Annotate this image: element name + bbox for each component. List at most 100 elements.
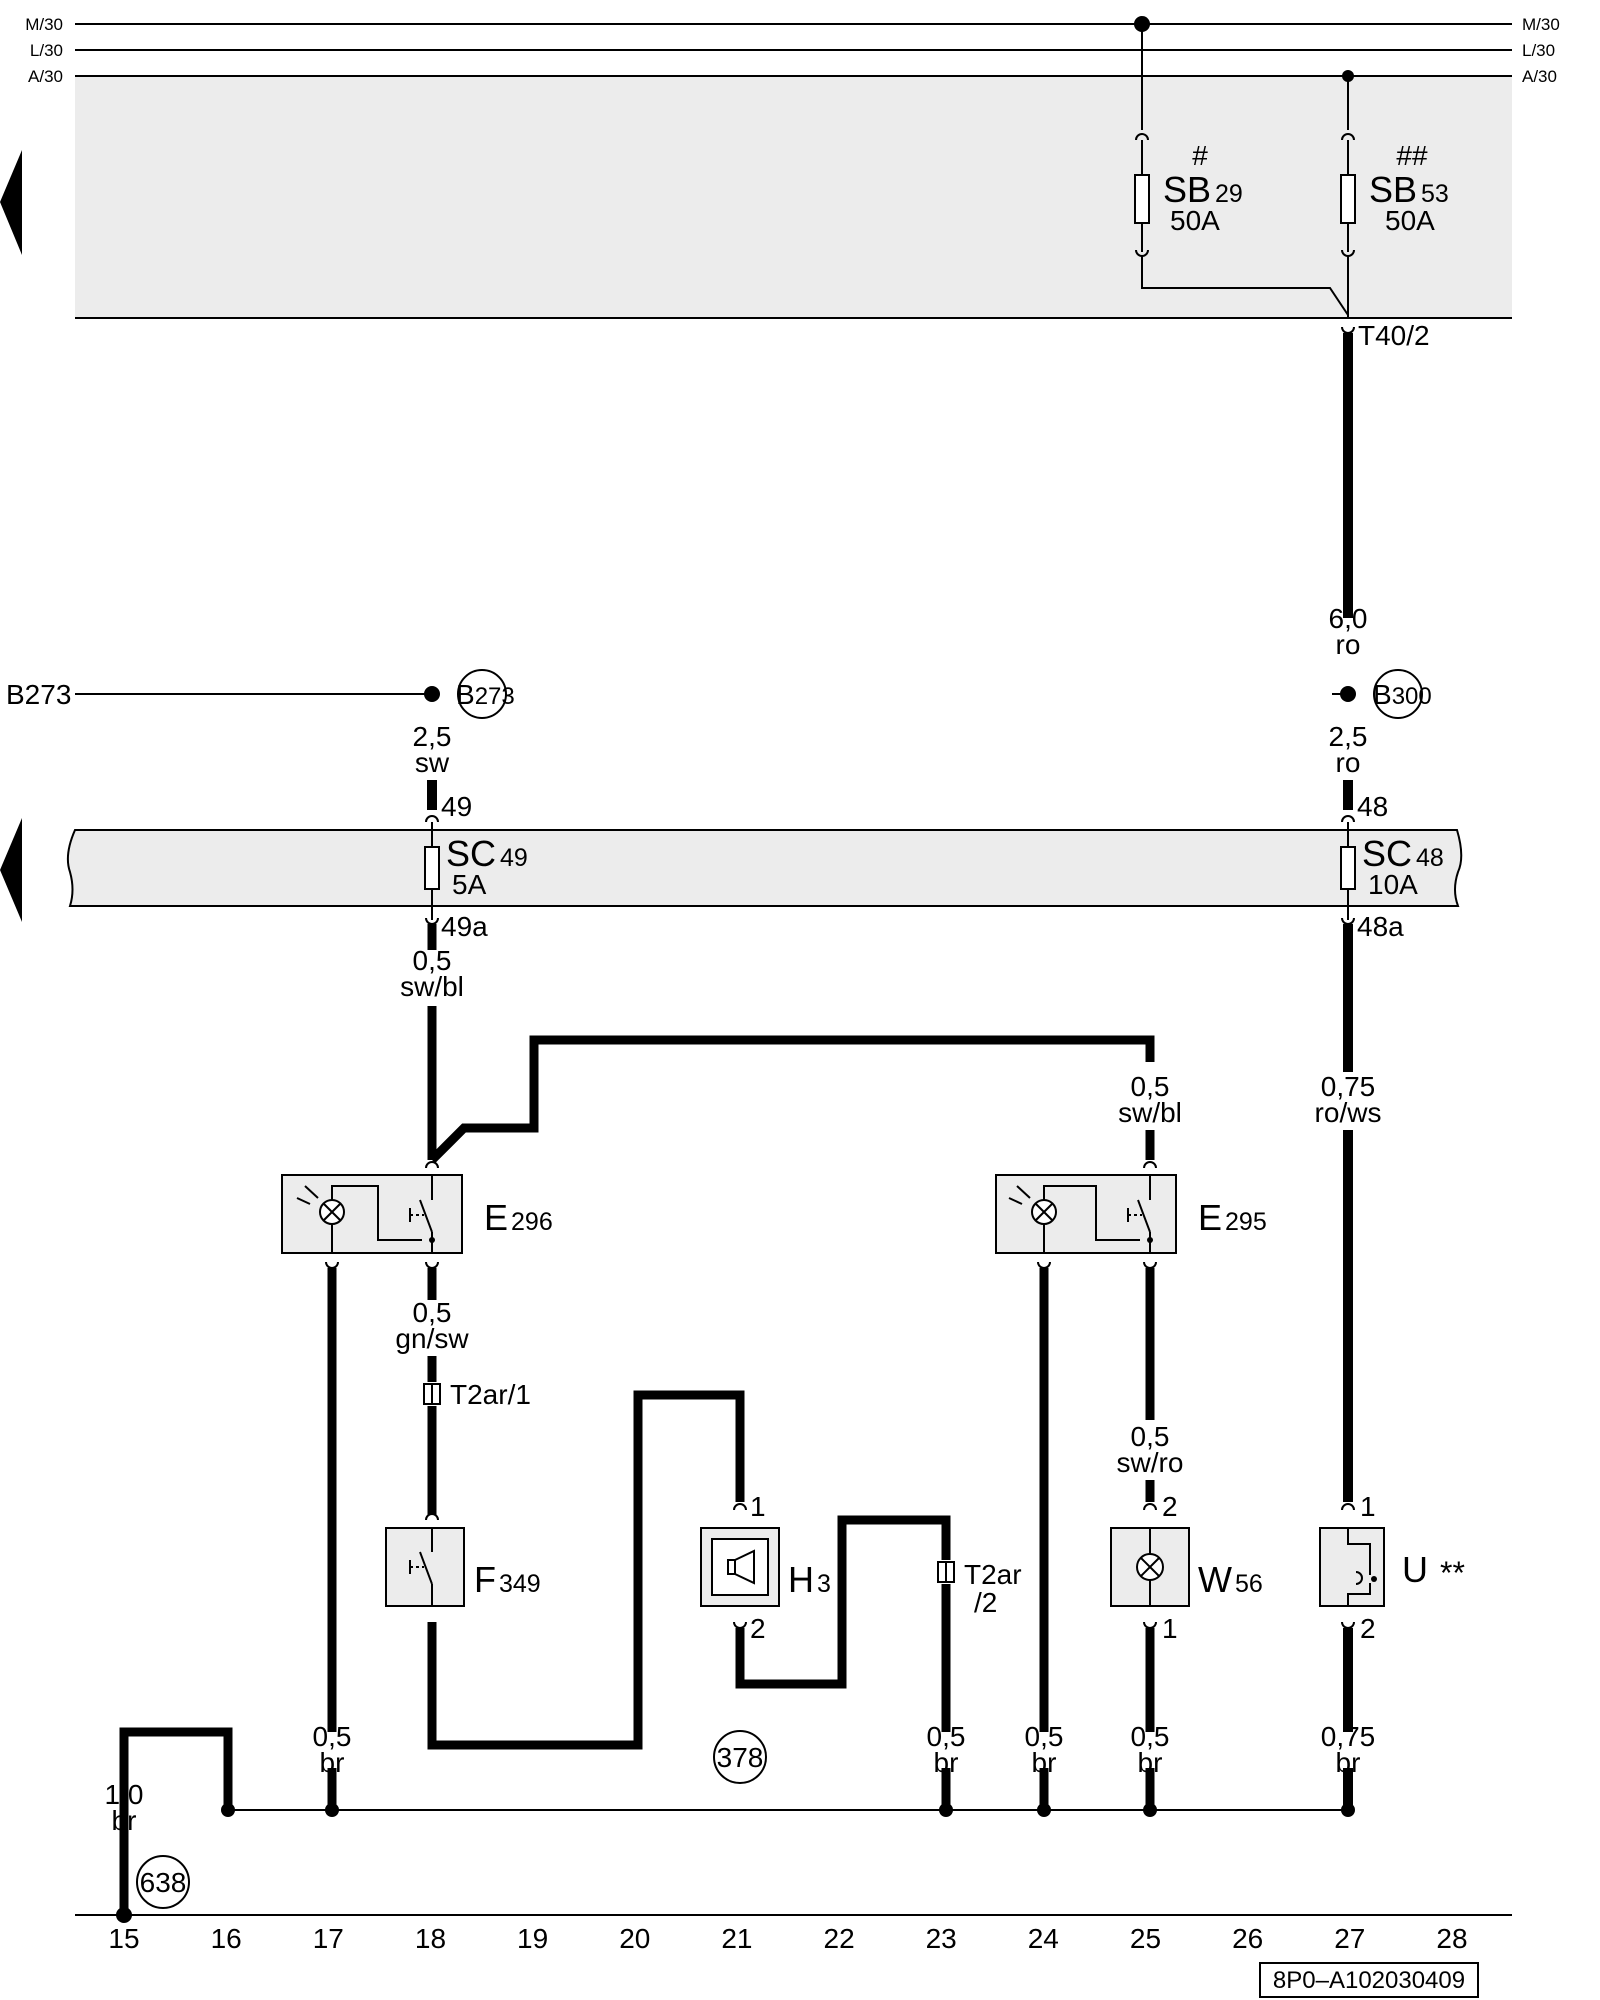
wire-2-5-ro-size: 2,5	[1329, 721, 1368, 752]
wire-0-5-gn-sw-size: 0,5	[413, 1297, 452, 1328]
grid-number-28: 28	[1436, 1923, 1467, 1954]
pin-sc48-in	[1341, 815, 1355, 823]
fuse-sc49	[424, 846, 440, 890]
lower-wiring: 0,5 gn/sw T2ar/1 0,5 sw/ro 2	[325, 1261, 1184, 1732]
fuse-sc48	[1340, 846, 1356, 890]
wire-1-0-br-color: br	[112, 1805, 137, 1836]
wire-2-5-sw-size: 2,5	[413, 721, 452, 752]
h3-pin-1: 1	[750, 1491, 766, 1522]
grid-number-24: 24	[1028, 1923, 1059, 1954]
fuse-sb29-mark: #	[1192, 140, 1208, 171]
wire-0-5-br-23-size: 0,5	[927, 1721, 966, 1752]
connector-t2ar-2-label-a: T2ar	[964, 1559, 1022, 1590]
ref-circle-b273	[457, 669, 507, 719]
wire-0-5-gn-sw-color: gn/sw	[395, 1323, 469, 1354]
connector-t2ar-2-label-b: /2	[974, 1587, 997, 1618]
w56-pin-in: 2	[1162, 1491, 1178, 1522]
switch-e295-contact-icon	[1137, 1199, 1151, 1233]
junction-27	[1341, 1803, 1355, 1817]
ground-ref-378-label: 378	[717, 1742, 764, 1773]
switch-e295-body	[995, 1174, 1177, 1254]
wire-1-0-br	[119, 1727, 233, 1877]
b273-label: B273	[6, 679, 71, 710]
junction-24	[1037, 1803, 1051, 1817]
ground-ref-638-label: 638	[140, 1867, 187, 1898]
grid-number-20: 20	[619, 1923, 650, 1954]
wire-6-0-ro-size: 6,0	[1329, 603, 1368, 634]
wire-6-0-ro-color: ro	[1336, 629, 1361, 660]
feed-column-18: B273 B273 2,5 sw	[6, 669, 515, 810]
connector-t40-2-label: T40/2	[1358, 320, 1430, 351]
fuse-sb53-rating: 50A	[1385, 205, 1435, 236]
rail-a30-label-left: A/30	[28, 67, 63, 86]
u-pin-2: 2	[1360, 1613, 1376, 1644]
ref-b300-label: B300	[1373, 679, 1432, 710]
switch-f349-contact-icon	[419, 1551, 433, 1585]
fuse-sc48-rating: 10A	[1368, 869, 1418, 900]
grid-number-18: 18	[415, 1923, 446, 1954]
power-rails: M/30 L/30 A/30 M/30 L/30 A/30	[25, 15, 1560, 86]
rail-l30-label-right: L/30	[1522, 41, 1555, 60]
wire-0-5-br-25-size: 0,5	[1131, 1721, 1170, 1752]
wire-0-5-br-24-size: 0,5	[1025, 1721, 1064, 1752]
wire-0-75-br-27-color: br	[1336, 1747, 1361, 1778]
u-pin-1: 1	[1360, 1491, 1376, 1522]
wire-0-75-br-27-size: 0,75	[1321, 1721, 1376, 1752]
ground-bus: 1,0 br 0,5 br 0,5 br 0,5 br 0,5 br 0,75 …	[105, 1721, 1376, 1923]
fuse-sb29	[1134, 174, 1150, 224]
ground-ref-638	[136, 1855, 190, 1909]
top-fuse-box-panel	[75, 77, 1512, 318]
wire-0-75-ro-ws-color: ro/ws	[1315, 1097, 1382, 1128]
fuse-sc49-pin-in: 49	[441, 791, 472, 822]
junction-b273	[424, 686, 440, 702]
fuse-sc49-pin-out: 49a	[441, 911, 488, 942]
connector-t40-2-symbol	[1341, 326, 1355, 334]
fuse-sc49-rating: 5A	[452, 869, 487, 900]
rail-l30-label-left: L/30	[30, 41, 63, 60]
component-u[interactable]: 2 U **	[1319, 1527, 1465, 1732]
component-u-icon	[1355, 1571, 1363, 1585]
grid-number-23: 23	[926, 1923, 957, 1954]
ground-ref-378	[713, 1730, 767, 1784]
wiring: 0,5 sw/bl 0,5 sw/bl 0,75 ro/ws 1	[400, 924, 1381, 1522]
horn-icon	[727, 1559, 736, 1575]
fuse-sc48-pin-out: 48a	[1357, 911, 1404, 942]
wire-sw-bl-jumper	[428, 1035, 1155, 1164]
grid-number-19: 19	[517, 1923, 548, 1954]
wire-2-5-ro-color: ro	[1336, 747, 1361, 778]
switch-e296-contact-icon	[419, 1199, 433, 1233]
grid-number-21: 21	[721, 1923, 752, 1954]
grid-number-22: 22	[824, 1923, 855, 1954]
junction-b300	[1340, 686, 1356, 702]
fuse-sb29-rating: 50A	[1170, 205, 1220, 236]
grid-number-27: 27	[1334, 1923, 1365, 1954]
continuation-arrow-top	[0, 150, 22, 255]
junction-16	[221, 1803, 235, 1817]
rail-a30-label-right: A/30	[1522, 67, 1557, 86]
continuation-arrow-middle	[0, 818, 22, 922]
wire-f349-to-h3	[427, 1390, 745, 1750]
pin-sb53-in	[1341, 133, 1355, 141]
ref-b273-label: B273	[456, 679, 515, 710]
wire-0-5-br-17-size: 0,5	[313, 1721, 352, 1752]
grid-number-25: 25	[1130, 1923, 1161, 1954]
grid-number-26: 26	[1232, 1923, 1263, 1954]
wire-0-5-sw-bl-size: 0,5	[413, 945, 452, 976]
junction-17	[325, 1803, 339, 1817]
wire-0-5-sw-ro-color: sw/ro	[1117, 1447, 1184, 1478]
